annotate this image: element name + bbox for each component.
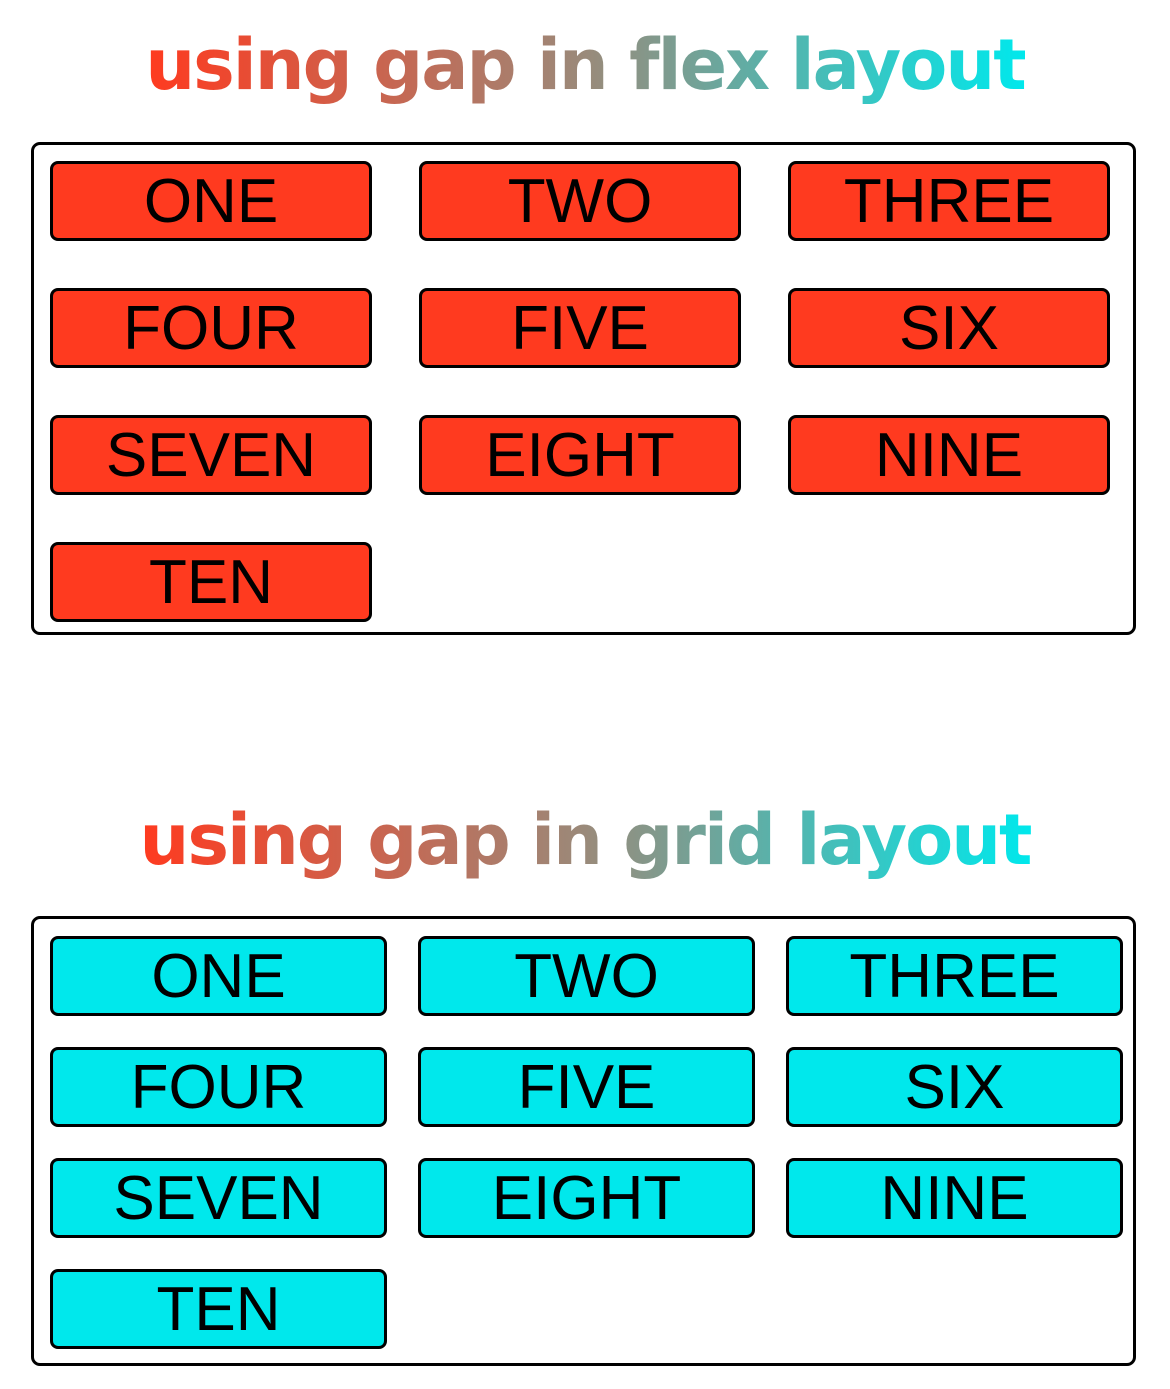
flex-item-seven: SEVEN — [50, 415, 372, 495]
flex-item-four: FOUR — [50, 288, 372, 368]
grid-item-three: THREE — [786, 936, 1123, 1016]
flex-item-ten: TEN — [50, 542, 372, 622]
grid-section-title-text: using gap in grid layout — [139, 799, 1032, 881]
grid-item-six: SIX — [786, 1047, 1123, 1127]
grid-item-eight: EIGHT — [418, 1158, 755, 1238]
flex-item-one: ONE — [50, 161, 372, 241]
grid-item-two: TWO — [418, 936, 755, 1016]
flex-item-six: SIX — [788, 288, 1110, 368]
grid-item-seven: SEVEN — [50, 1158, 387, 1238]
flex-section-title: using gap in flex layout — [0, 20, 1170, 110]
flex-item-two: TWO — [419, 161, 741, 241]
grid-section-title: using gap in grid layout — [0, 795, 1170, 885]
flex-item-eight: EIGHT — [419, 415, 741, 495]
flex-container: ONE TWO THREE FOUR FIVE SIX SEVEN EIGHT … — [31, 142, 1136, 635]
grid-item-ten: TEN — [50, 1269, 387, 1349]
grid-item-one: ONE — [50, 936, 387, 1016]
flex-item-five: FIVE — [419, 288, 741, 368]
flex-item-three: THREE — [788, 161, 1110, 241]
grid-item-five: FIVE — [418, 1047, 755, 1127]
grid-item-four: FOUR — [50, 1047, 387, 1127]
flex-item-nine: NINE — [788, 415, 1110, 495]
grid-container: ONE TWO THREE FOUR FIVE SIX SEVEN EIGHT … — [31, 916, 1136, 1366]
flex-section-title-text: using gap in flex layout — [145, 24, 1026, 106]
grid-item-nine: NINE — [786, 1158, 1123, 1238]
